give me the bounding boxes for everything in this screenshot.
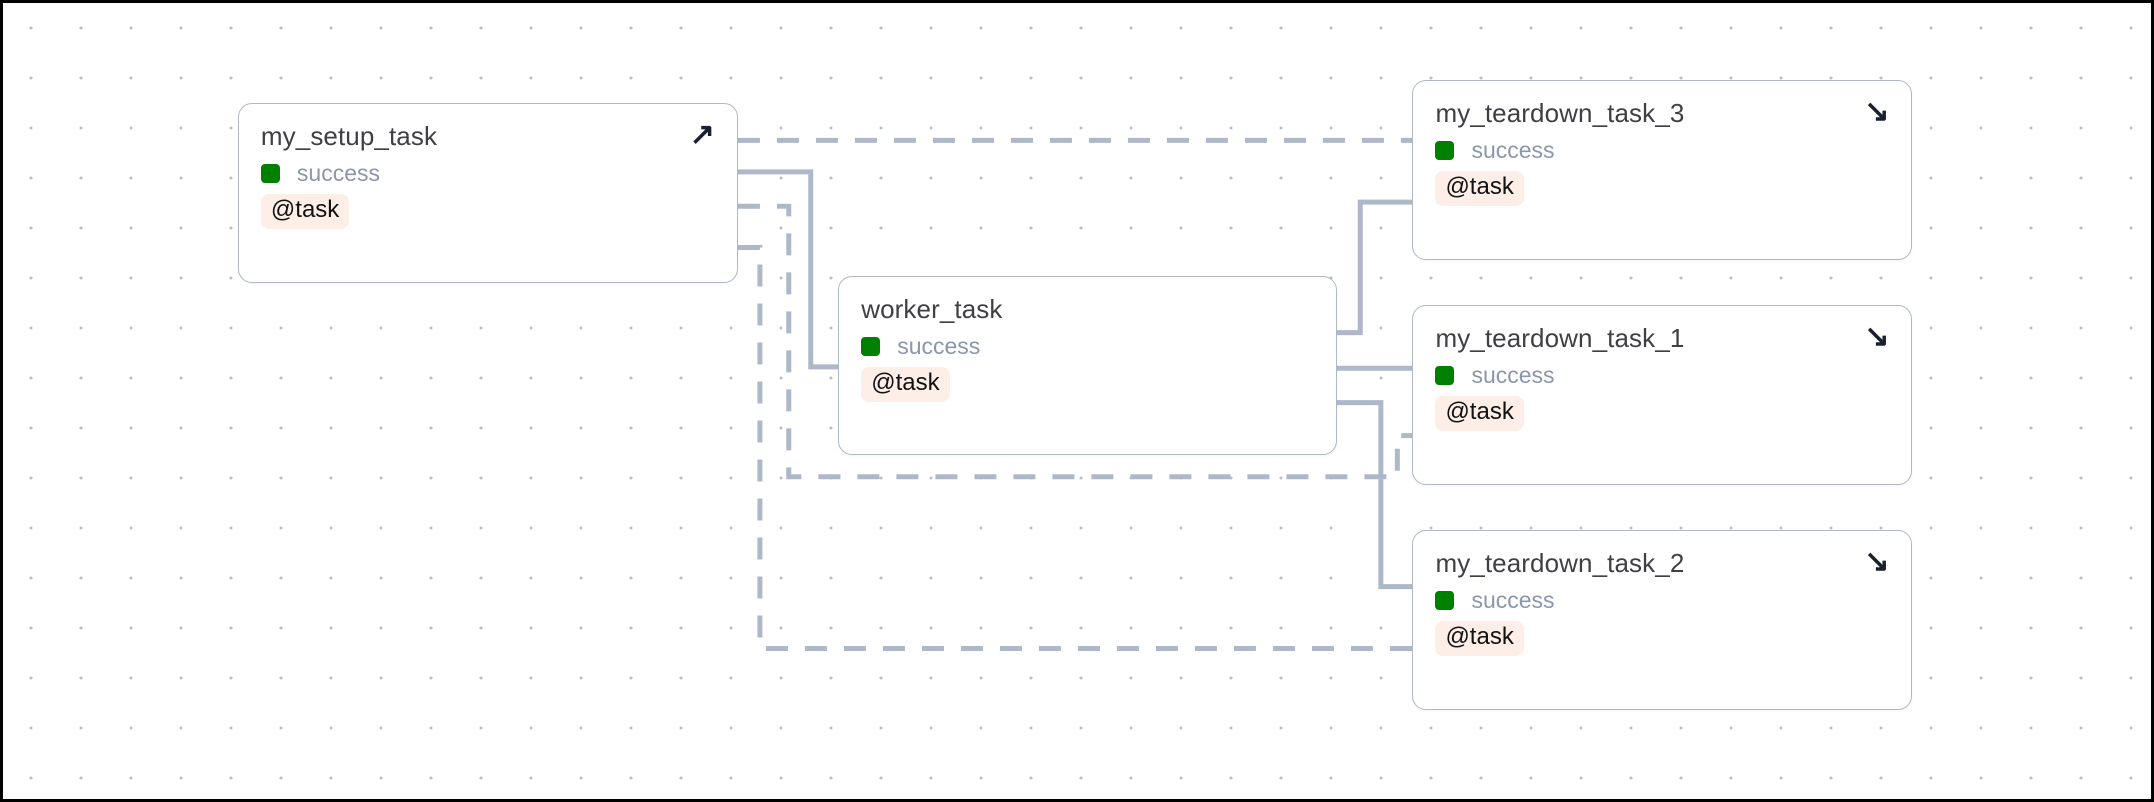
- teardown-arrow-icon: ↘: [1864, 545, 1890, 579]
- task-status-row: success: [260, 160, 715, 187]
- task-status-row: success: [861, 333, 1314, 360]
- task-status-label: success: [897, 333, 981, 360]
- edge-worker-to-teardown2-solid[interactable]: [1336, 400, 1413, 590]
- task-node-title: my_teardown_task_2: [1435, 548, 1685, 579]
- task-decorator-badge: @task: [1435, 621, 1524, 657]
- task-decorator-badge: @task: [1435, 396, 1524, 431]
- status-success-icon: [861, 337, 881, 357]
- task-node-title: my_teardown_task_3: [1435, 97, 1685, 128]
- edge-setup-to-worker-solid[interactable]: [737, 169, 839, 370]
- task-node-title: my_teardown_task_1: [1435, 323, 1685, 354]
- task-status-row: success: [1435, 137, 1889, 164]
- task-status-row: success: [1435, 362, 1889, 389]
- teardown-arrow-icon: ↘: [1864, 94, 1890, 128]
- task-badge-wrapper: @task: [1435, 164, 1889, 206]
- status-success-icon: [1435, 591, 1455, 611]
- task-status-row: success: [1435, 587, 1889, 614]
- task-status-label: success: [296, 160, 380, 187]
- status-success-icon: [1435, 366, 1455, 385]
- teardown-arrow-icon: ↘: [1864, 320, 1890, 354]
- status-success-icon: [260, 164, 280, 184]
- task-decorator-badge: @task: [260, 194, 350, 230]
- status-success-icon: [1435, 140, 1455, 160]
- task-decorator-badge: @task: [1435, 170, 1524, 206]
- edge-worker-to-teardown3-solid[interactable]: [1336, 199, 1413, 336]
- task-decorator-badge: @task: [861, 367, 950, 403]
- task-status-label: success: [1471, 362, 1555, 388]
- task-badge-wrapper: @task: [1435, 614, 1889, 657]
- task-node-title: my_setup_task: [260, 121, 438, 152]
- task-status-label: success: [1471, 587, 1555, 614]
- task-node-title: worker_task: [861, 294, 1003, 325]
- setup-arrow-icon: ↗: [689, 118, 715, 152]
- task-badge-wrapper: @task: [861, 360, 1314, 403]
- task-badge-wrapper: @task: [260, 187, 715, 230]
- task-badge-wrapper: @task: [1435, 389, 1889, 431]
- task-status-label: success: [1471, 136, 1555, 163]
